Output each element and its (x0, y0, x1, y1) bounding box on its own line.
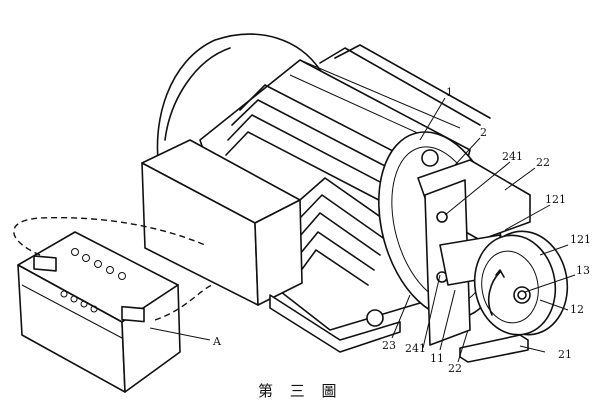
label-2: 2 (480, 126, 487, 139)
label-121-lower: 121 (570, 233, 591, 246)
label-23: 23 (382, 339, 396, 352)
base-plate (459, 334, 529, 363)
motor-base (269, 294, 401, 353)
label-21: 21 (558, 348, 572, 361)
label-241-upper: 241 (502, 150, 523, 163)
figure-caption: 第 三 圖 (258, 382, 343, 400)
label-22-lower: 22 (448, 362, 462, 375)
reference-numerals: 1 2 241 22 121 121 13 12 21 22 11 241 23… (212, 86, 591, 375)
leader-lines (149, 97, 576, 363)
label-13: 13 (576, 264, 590, 277)
label-1: 1 (446, 86, 453, 99)
label-A: A (212, 335, 222, 348)
label-22-upper: 22 (536, 156, 550, 169)
label-241-lower: 241 (405, 342, 426, 355)
label-12: 12 (570, 303, 584, 316)
label-121-upper: 121 (545, 193, 566, 206)
terminal-box (141, 139, 303, 306)
cable (13, 216, 213, 321)
label-11: 11 (430, 352, 444, 365)
cooling-fins (225, 44, 491, 286)
pulley-rotor (473, 230, 569, 336)
battery (17, 231, 181, 393)
